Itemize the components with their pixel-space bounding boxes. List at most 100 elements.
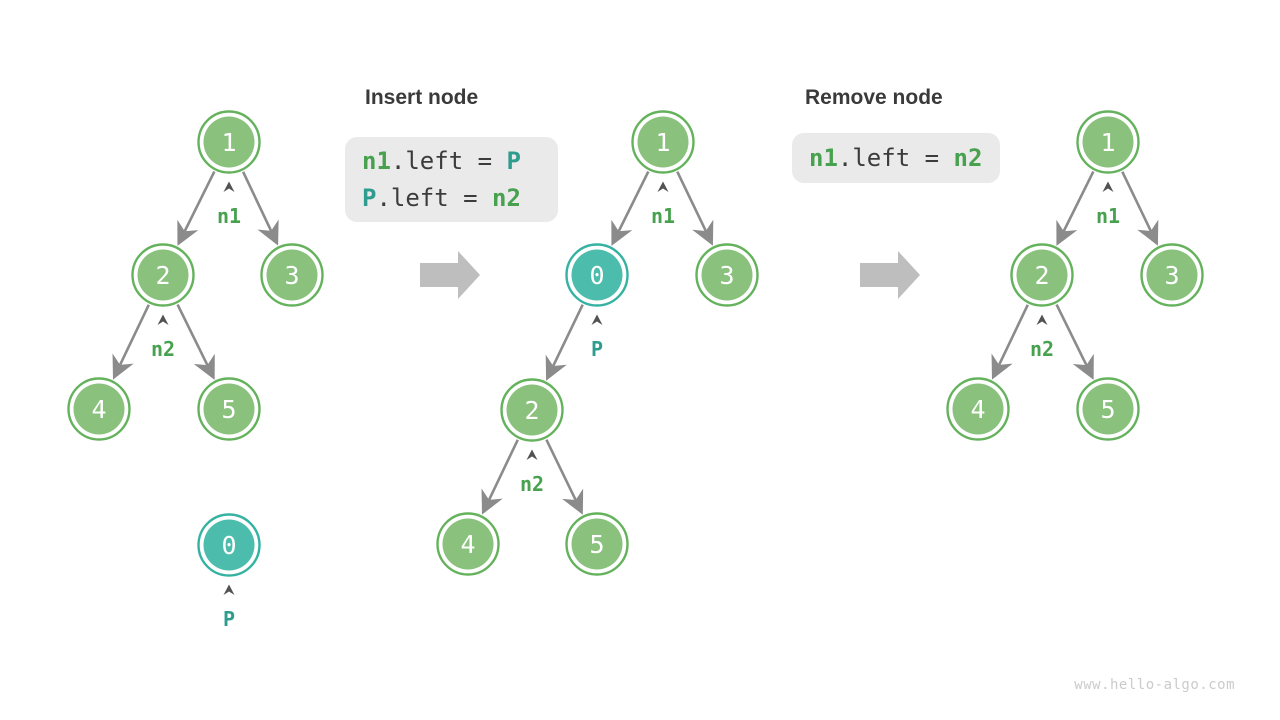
node-fill bbox=[203, 519, 255, 571]
section-title-remove: Remove node bbox=[805, 86, 943, 109]
tree-edge bbox=[545, 439, 584, 515]
tree-node-2: 2 bbox=[131, 243, 195, 307]
pointer-label-P: P bbox=[223, 607, 235, 631]
pointer-label-n2: n2 bbox=[1030, 337, 1054, 361]
code-segment: P bbox=[362, 183, 377, 212]
tree-node-1: 1 bbox=[197, 110, 261, 174]
node-value: 1 bbox=[221, 128, 236, 157]
node-value: 5 bbox=[221, 395, 236, 424]
tree-node-1: 1 bbox=[631, 110, 695, 174]
code-line: n1.left = n2 bbox=[809, 140, 1000, 177]
tree-edge bbox=[545, 304, 584, 381]
block-arrow-icon bbox=[420, 251, 480, 299]
pointer-caret-icon bbox=[223, 181, 235, 192]
tree-node-5: 5 bbox=[565, 512, 629, 576]
node-fill bbox=[1146, 249, 1198, 301]
pointer-label-P: P bbox=[591, 337, 603, 361]
node-value: 2 bbox=[524, 396, 539, 425]
code-line: n1.left = P bbox=[362, 143, 558, 180]
pointer-caret-icon bbox=[157, 314, 169, 325]
tree-edge bbox=[1121, 171, 1159, 246]
tree-edge bbox=[676, 171, 714, 246]
node-value: 2 bbox=[155, 261, 170, 290]
tree-edge bbox=[611, 170, 650, 246]
tree-node-5: 5 bbox=[197, 377, 261, 441]
code-segment: .left = bbox=[390, 146, 507, 175]
code-segment: .left = bbox=[376, 183, 493, 212]
node-value: 5 bbox=[1100, 395, 1115, 424]
tree-edge bbox=[1055, 304, 1094, 380]
node-value: 3 bbox=[1164, 261, 1179, 290]
node-fill bbox=[203, 116, 255, 168]
code-segment: n1 bbox=[809, 143, 838, 172]
node-fill bbox=[73, 383, 125, 435]
tree-node-3: 3 bbox=[1140, 243, 1204, 307]
block-arrow-icon bbox=[860, 251, 920, 299]
tree-node-3: 3 bbox=[260, 243, 324, 307]
pointer-caret-icon bbox=[1102, 181, 1114, 192]
tree-node-2: 2 bbox=[500, 378, 564, 442]
code-segment: P bbox=[506, 146, 521, 175]
tree-after-remove: 1 2 3 4 5 n1 n2 bbox=[946, 110, 1204, 441]
tree-edge bbox=[991, 304, 1029, 380]
node-value: 0 bbox=[221, 531, 236, 560]
code-segment: .left = bbox=[837, 143, 954, 172]
node-fill bbox=[637, 116, 689, 168]
tree-edge bbox=[177, 170, 216, 246]
tree-node-5: 5 bbox=[1076, 377, 1140, 441]
code-segment: n1 bbox=[362, 146, 391, 175]
code-box-remove: n1.left = n2 bbox=[792, 133, 1000, 183]
node-fill bbox=[1082, 116, 1134, 168]
pointer-label-n1: n1 bbox=[651, 204, 675, 228]
node-fill bbox=[203, 383, 255, 435]
node-fill bbox=[506, 384, 558, 436]
tree-edge bbox=[112, 304, 150, 380]
pointer-caret-icon bbox=[1036, 314, 1048, 325]
pointer-caret-icon bbox=[526, 449, 538, 460]
tree-node-1: 1 bbox=[1076, 110, 1140, 174]
tree-edge bbox=[176, 304, 215, 380]
code-segment: n2 bbox=[492, 183, 521, 212]
pointer-label-n2: n2 bbox=[151, 337, 175, 361]
node-fill bbox=[952, 383, 1004, 435]
code-line: P.left = n2 bbox=[362, 180, 558, 217]
tree-node-0: 0 bbox=[197, 513, 261, 577]
pointer-label-n2: n2 bbox=[520, 472, 544, 496]
pointer-label-n1: n1 bbox=[1096, 204, 1120, 228]
node-value: 4 bbox=[91, 395, 106, 424]
node-fill bbox=[1016, 249, 1068, 301]
node-fill bbox=[137, 249, 189, 301]
watermark: www.hello-algo.com bbox=[1074, 677, 1235, 693]
node-fill bbox=[1082, 383, 1134, 435]
node-fill bbox=[571, 249, 623, 301]
node-value: 1 bbox=[655, 128, 670, 157]
node-value: 3 bbox=[284, 261, 299, 290]
pointer-caret-icon bbox=[591, 314, 603, 325]
node-value: 1 bbox=[1100, 128, 1115, 157]
tree-node-4: 4 bbox=[436, 512, 500, 576]
code-segment: n2 bbox=[953, 143, 983, 172]
node-value: 5 bbox=[589, 530, 604, 559]
tree-edge bbox=[241, 171, 279, 246]
node-fill bbox=[571, 518, 623, 570]
tree-node-4: 4 bbox=[946, 377, 1010, 441]
tree-node-2: 2 bbox=[1010, 243, 1074, 307]
tree-node-4: 4 bbox=[67, 377, 131, 441]
section-title-insert: Insert node bbox=[365, 86, 479, 109]
node-fill bbox=[442, 518, 494, 570]
node-value: 4 bbox=[460, 530, 475, 559]
tree-before-insert: 1 2 3 4 5 0 n1 n2P bbox=[67, 110, 324, 631]
pointer-label-n1: n1 bbox=[217, 204, 241, 228]
node-value: 3 bbox=[719, 261, 734, 290]
node-value: 0 bbox=[589, 261, 604, 290]
tree-edge bbox=[1056, 170, 1095, 246]
tree-node-0: 0 bbox=[565, 243, 629, 307]
pointer-caret-icon bbox=[223, 584, 235, 595]
node-fill bbox=[266, 249, 318, 301]
node-value: 2 bbox=[1034, 261, 1049, 290]
pointer-caret-icon bbox=[657, 181, 669, 192]
